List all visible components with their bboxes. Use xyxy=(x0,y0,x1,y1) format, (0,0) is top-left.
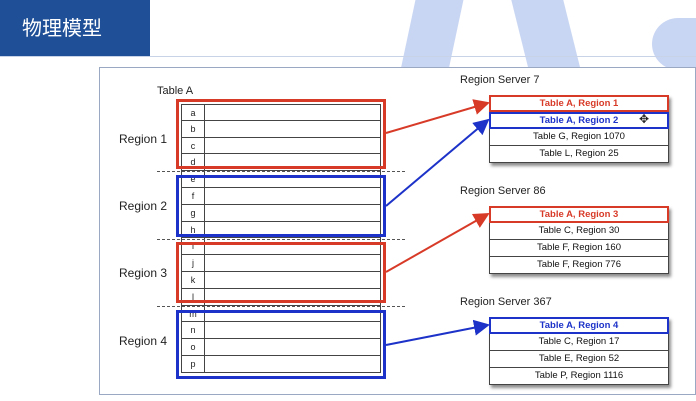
table-a-row: k xyxy=(181,271,381,289)
row-key: l xyxy=(182,288,205,305)
row-key: k xyxy=(182,271,205,288)
row-key: e xyxy=(182,171,205,187)
row-key: d xyxy=(182,154,205,171)
slide-title: 物理模型 xyxy=(0,0,150,57)
region-separator xyxy=(157,171,405,172)
table-a-row: b xyxy=(181,120,381,138)
server-region-row: Table P, Region 1116 xyxy=(489,368,669,385)
row-key: m xyxy=(182,305,205,322)
watermark-shape xyxy=(400,0,464,70)
region-label: Region 3 xyxy=(119,266,168,280)
server-region-row: Table G, Region 1070 xyxy=(489,129,669,146)
table-a-row: g xyxy=(181,204,381,222)
row-key: g xyxy=(182,204,205,221)
region-separator xyxy=(157,239,405,240)
region-label: Region 2 xyxy=(119,199,168,213)
row-key: o xyxy=(182,339,205,355)
row-key: h xyxy=(182,221,205,238)
region-2-box xyxy=(176,175,386,237)
server-region-row: Table F, Region 776 xyxy=(489,257,669,274)
server-region-row: Table A, Region 1 xyxy=(489,95,669,112)
row-key: j xyxy=(182,255,205,271)
table-a-row: a xyxy=(181,104,381,121)
table-a-row: c xyxy=(181,137,381,155)
server-region-row: Table A, Region 4 xyxy=(489,317,669,334)
table-a-row: f xyxy=(181,187,381,205)
row-key: c xyxy=(182,137,205,154)
row-key: p xyxy=(182,355,205,372)
watermark-shape xyxy=(652,18,696,70)
server-region-row: Table A, Region 2 xyxy=(489,112,669,129)
region-server-label: Region Server 7 xyxy=(460,74,540,86)
region-3-box xyxy=(176,242,386,303)
row-key: a xyxy=(182,105,205,120)
table-a-row: o xyxy=(181,339,381,356)
region-4-box xyxy=(176,310,386,379)
title-rule xyxy=(0,56,696,57)
row-key: n xyxy=(182,322,205,339)
table-a-row: p xyxy=(181,355,381,373)
row-key: f xyxy=(182,187,205,204)
server-region-row: Table A, Region 3 xyxy=(489,206,669,223)
table-a-label: Table A xyxy=(157,85,194,97)
table-a-row: j xyxy=(181,255,381,272)
region-server-label: Region Server 86 xyxy=(460,185,546,197)
move-cursor-icon: ✥ xyxy=(639,112,650,126)
region-server-label: Region Server 367 xyxy=(460,296,552,308)
table-a-row: m xyxy=(181,305,381,323)
region-label: Region 4 xyxy=(119,334,168,348)
region-separator xyxy=(157,306,405,307)
server-region-row: Table C, Region 17 xyxy=(489,334,669,351)
region-1-box xyxy=(176,99,386,169)
server-region-row: Table L, Region 25 xyxy=(489,146,669,163)
region-label: Region 1 xyxy=(119,132,168,146)
row-key: b xyxy=(182,120,205,137)
row-key: i xyxy=(182,238,205,255)
server-region-row: Table F, Region 160 xyxy=(489,240,669,257)
watermark-shape xyxy=(511,0,581,70)
server-region-row: Table E, Region 52 xyxy=(489,351,669,368)
table-a-row: n xyxy=(181,322,381,340)
server-region-row: Table C, Region 30 xyxy=(489,223,669,240)
